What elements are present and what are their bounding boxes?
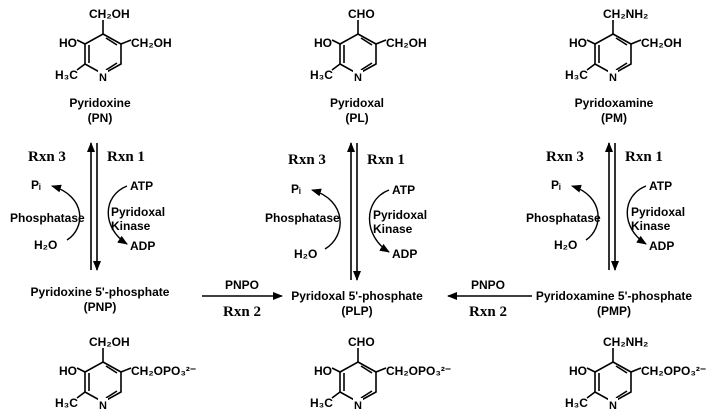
plp-sub-top: CHO: [348, 335, 375, 349]
molecule-pnp: CH₂OH CH₂OPO₃²⁻ HO H₃C N: [55, 335, 196, 412]
pnp-name: Pyridoxine 5'-phosphate: [31, 285, 170, 299]
pnp-nitrogen: N: [99, 400, 107, 412]
label-kinase-line2: Kinase: [373, 222, 413, 236]
pm-nitrogen: N: [609, 72, 617, 84]
rxn2-left: PNPO Rxn 2: [202, 278, 283, 320]
pmp-nitrogen: N: [609, 400, 617, 412]
pm-methyl: H₃C: [565, 68, 588, 82]
label-phosphatase: Phosphatase: [526, 211, 601, 225]
pn-hydroxyl: HO: [59, 36, 77, 50]
plp-sub-right: CH₂OPO₃²⁻: [386, 364, 451, 378]
pmp-hydroxyl: HO: [569, 364, 587, 378]
reaction-column-pl: Rxn 3 Rxn 1 Pᵢ ATP Phosphatase Pyridoxal…: [265, 142, 427, 281]
pm-sub-right: CH₂OH: [641, 36, 682, 50]
pn-methyl: H₃C: [55, 68, 78, 82]
label-atp: ATP: [392, 183, 415, 197]
label-pi: Pᵢ: [291, 182, 301, 196]
pm-sub-top: CH₂NH₂: [603, 7, 648, 21]
pn-name: Pyridoxine: [69, 96, 131, 110]
arrow-phosphatase: [51, 184, 81, 241]
reaction-column-pm: Rxn 3 Rxn 1 Pᵢ ATP Phosphatase Pyridoxal…: [526, 142, 685, 271]
label-h2o: H₂O: [554, 238, 577, 252]
pl-methyl: H₃C: [310, 68, 333, 82]
molecule-pl: CHO CH₂OH HO H₃C N: [310, 7, 427, 84]
label-pnpo-right: PNPO: [471, 278, 505, 292]
label-kinase-line1: Pyridoxal: [373, 208, 427, 222]
pmp-sub-right: CH₂OPO₃²⁻: [641, 364, 706, 378]
label-kinase-line1: Pyridoxal: [631, 205, 685, 219]
label-rxn3: Rxn 3: [288, 152, 326, 168]
pl-abbr: (PL): [345, 111, 368, 125]
label-phosphatase: Phosphatase: [10, 211, 85, 225]
pl-nitrogen: N: [354, 72, 362, 84]
label-rxn1: Rxn 1: [107, 149, 145, 165]
label-kinase-line2: Kinase: [111, 219, 151, 233]
pnp-sub-top: CH₂OH: [89, 335, 130, 349]
pmp-name: Pyridoxamine 5'-phosphate: [536, 289, 693, 303]
pm-hydroxyl: HO: [569, 36, 587, 50]
label-adp: ADP: [130, 239, 155, 253]
arrow-phosphatase: [311, 188, 341, 250]
pn-abbr: (PN): [88, 111, 113, 125]
arrow-kinase: [368, 189, 390, 253]
label-atp: ATP: [649, 179, 672, 193]
pn-nitrogen: N: [99, 72, 107, 84]
label-rxn3: Rxn 3: [28, 149, 66, 165]
pm-abbr: (PM): [601, 111, 627, 125]
pl-hydroxyl: HO: [314, 36, 332, 50]
label-h2o: H₂O: [294, 247, 317, 261]
label-rxn1: Rxn 1: [625, 149, 663, 165]
molecule-pn: CH₂OH CH₂OH HO H₃C N: [55, 7, 172, 84]
label-rxn1: Rxn 1: [367, 152, 405, 168]
pm-name: Pyridoxamine: [575, 96, 654, 110]
pnp-sub-right: CH₂OPO₃²⁻: [131, 364, 196, 378]
label-phosphatase: Phosphatase: [265, 211, 340, 225]
label-kinase-line1: Pyridoxal: [111, 205, 165, 219]
plp-hydroxyl: HO: [314, 364, 332, 378]
plp-methyl: H₃C: [310, 396, 333, 410]
label-rxn3: Rxn 3: [546, 149, 584, 165]
label-pi: Pᵢ: [551, 178, 561, 192]
label-h2o: H₂O: [34, 238, 57, 252]
arrow-kinase: [107, 185, 128, 245]
pmp-sub-top: CH₂NH₂: [603, 335, 648, 349]
label-rxn2-left: Rxn 2: [223, 304, 261, 320]
molecule-pm: CH₂NH₂ CH₂OH HO H₃C N: [565, 7, 682, 84]
reaction-column-pn: Rxn 3 Rxn 1 Pᵢ ATP Phosphatase Pyridoxal…: [10, 142, 165, 271]
plp-abbr: (PLP): [341, 304, 372, 318]
pl-sub-right: CH₂OH: [386, 36, 427, 50]
pl-name: Pyridoxal: [330, 96, 384, 110]
pl-sub-top: CHO: [348, 7, 375, 21]
label-atp: ATP: [130, 179, 153, 193]
pmp-abbr: (PMP): [597, 304, 631, 318]
molecule-plp: CHO CH₂OPO₃²⁻ HO H₃C N: [310, 335, 451, 412]
pnp-methyl: H₃C: [55, 396, 78, 410]
label-pi: Pᵢ: [31, 178, 41, 192]
rxn2-right: PNPO Rxn 2: [447, 278, 532, 320]
arrow-phosphatase: [571, 184, 599, 241]
plp-name: Pyridoxal 5'-phosphate: [291, 289, 423, 303]
arrow-kinase: [626, 185, 647, 245]
plp-nitrogen: N: [354, 400, 362, 412]
label-adp: ADP: [392, 247, 417, 261]
label-adp: ADP: [649, 239, 674, 253]
molecule-pmp: CH₂NH₂ CH₂OPO₃²⁻ HO H₃C N: [565, 335, 706, 412]
pmp-methyl: H₃C: [565, 396, 588, 410]
pnp-abbr: (PNP): [84, 300, 117, 314]
label-rxn2-right: Rxn 2: [469, 304, 507, 320]
label-pnpo-left: PNPO: [225, 278, 259, 292]
pn-sub-right: CH₂OH: [131, 36, 172, 50]
pn-sub-top: CH₂OH: [89, 7, 130, 21]
pnp-hydroxyl: HO: [59, 364, 77, 378]
label-kinase-line2: Kinase: [631, 219, 671, 233]
